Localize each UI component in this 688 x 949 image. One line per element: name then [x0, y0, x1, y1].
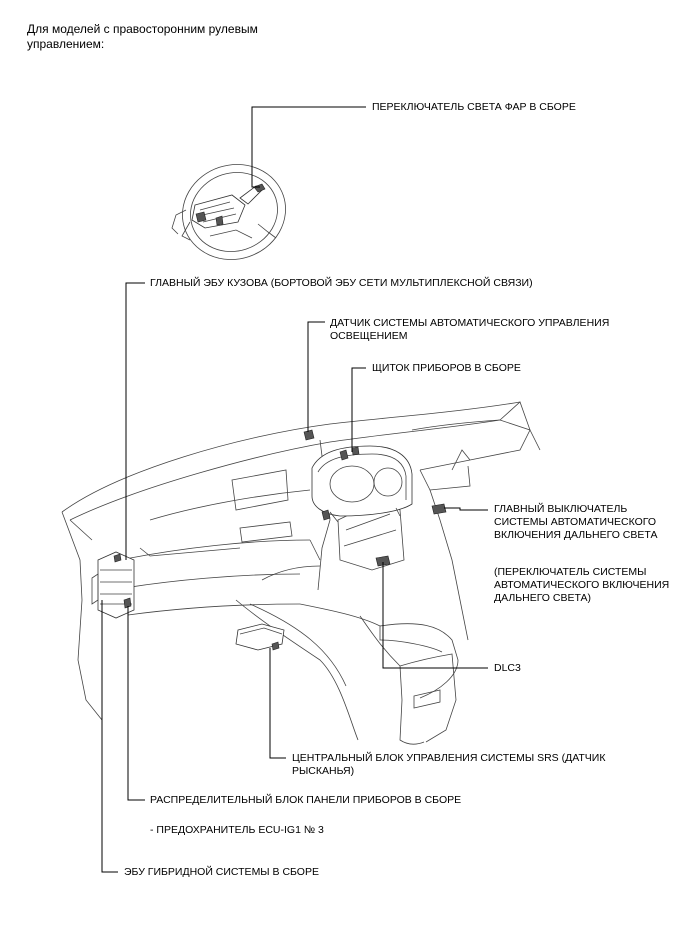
- diagram-header: Для моделей с правосторонним рулевым упр…: [27, 22, 258, 52]
- header-line-1: Для моделей с правосторонним рулевым: [27, 22, 258, 36]
- header-line-2: управлением:: [27, 37, 105, 51]
- steering-wheel-illustration: [171, 164, 286, 260]
- dashboard-illustration: [61, 401, 541, 745]
- leader-lines: [101, 106, 488, 873]
- label-hybrid-ecu: ЭБУ ГИБРИДНОЙ СИСТЕМЫ В СБОРЕ: [124, 866, 319, 878]
- label-high-beam-main-switch: ГЛАВНЫЙ ВЫКЛЮЧАТЕЛЬ СИСТЕМЫ АВТОМАТИЧЕСК…: [494, 503, 657, 542]
- label-srs-center: ЦЕНТРАЛЬНЫЙ БЛОК УПРАВЛЕНИЯ СИСТЕМЫ SRS …: [292, 752, 605, 778]
- label-high-beam-alt-line-3: ДАЛЬНЕГО СВЕТА): [494, 592, 592, 604]
- label-headlight-switch: ПЕРЕКЛЮЧАТЕЛЬ СВЕТА ФАР В СБОРЕ: [372, 101, 576, 113]
- label-fuse-ecu-ig1: - ПРЕДОХРАНИТЕЛЬ ECU-IG1 № 3: [150, 824, 324, 836]
- label-high-beam-main-line-1: ГЛАВНЫЙ ВЫКЛЮЧАТЕЛЬ: [494, 503, 628, 515]
- label-high-beam-alt-line-2: АВТОМАТИЧЕСКОГО ВКЛЮЧЕНИЯ: [494, 579, 670, 591]
- label-high-beam-main-line-3: ВКЛЮЧЕНИЯ ДАЛЬНЕГО СВЕТА: [494, 529, 658, 541]
- label-srs-center-line-1: ЦЕНТРАЛЬНЫЙ БЛОК УПРАВЛЕНИЯ СИСТЕМЫ SRS …: [292, 752, 606, 764]
- label-srs-center-line-2: РЫСКАНЬЯ): [292, 765, 355, 777]
- label-auto-light-sensor-line-1: ДАТЧИК СИСТЕМЫ АВТОМАТИЧЕСКОГО УПРАВЛЕНИ…: [330, 317, 610, 329]
- label-auto-light-sensor: ДАТЧИК СИСТЕМЫ АВТОМАТИЧЕСКОГО УПРАВЛЕНИ…: [330, 317, 609, 343]
- label-auto-light-sensor-line-2: ОСВЕЩЕНИЕМ: [330, 330, 408, 342]
- label-high-beam-main-line-2: СИСТЕМЫ АВТОМАТИЧЕСКОГО: [494, 516, 657, 528]
- label-combination-meter: ЩИТОК ПРИБОРОВ В СБОРЕ: [372, 362, 521, 374]
- label-junction-block: РАСПРЕДЕЛИТЕЛЬНЫЙ БЛОК ПАНЕЛИ ПРИБОРОВ В…: [150, 794, 462, 806]
- label-dlc3: DLC3: [494, 662, 521, 674]
- label-high-beam-alt-line-1: (ПЕРЕКЛЮЧАТЕЛЬ СИСТЕМЫ: [494, 566, 647, 578]
- label-main-body-ecu: ГЛАВНЫЙ ЭБУ КУЗОВА (БОРТОВОЙ ЭБУ СЕТИ МУ…: [150, 277, 533, 289]
- label-high-beam-alt-name: (ПЕРЕКЛЮЧАТЕЛЬ СИСТЕМЫ АВТОМАТИЧЕСКОГО В…: [494, 566, 669, 605]
